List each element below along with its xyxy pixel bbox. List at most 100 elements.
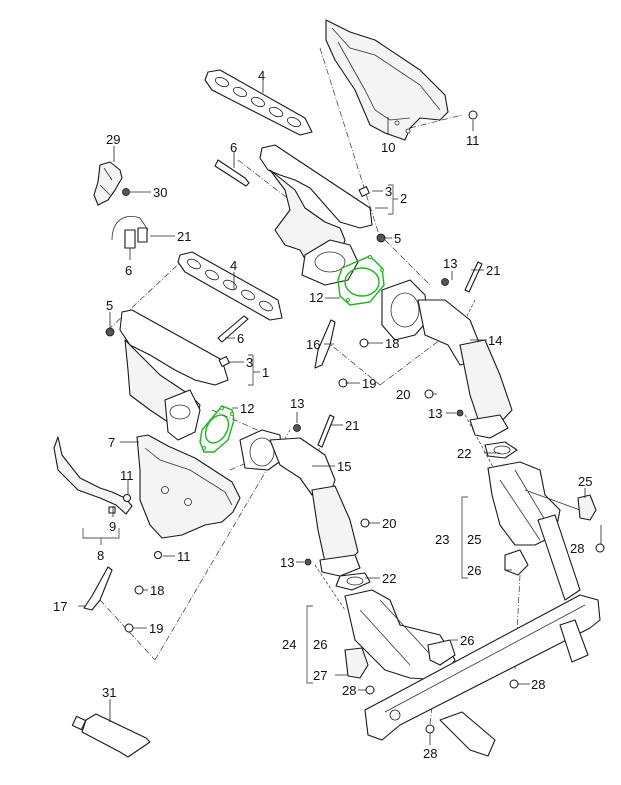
flange-gasket-12-lower[interactable]	[199, 405, 235, 453]
callout-20-lower[interactable]: 20	[382, 516, 396, 531]
sealant-tube-31[interactable]	[71, 713, 151, 758]
callout-3-upper[interactable]: 3	[385, 184, 392, 199]
callout-28-c[interactable]: 28	[531, 677, 545, 692]
oxygen-sensor-21-left[interactable]	[317, 414, 335, 448]
callout-28-a[interactable]: 28	[570, 541, 584, 556]
heat-shield-lower[interactable]	[136, 434, 241, 539]
flange-gasket-12-upper[interactable]	[337, 255, 385, 306]
bolt-18-upper[interactable]	[359, 338, 369, 348]
bolt-28-c[interactable]	[509, 679, 519, 689]
callout-13-right[interactable]: 13	[428, 406, 442, 421]
callout-4-lower[interactable]: 4	[230, 258, 237, 273]
nut-13-right[interactable]	[456, 409, 464, 417]
bolt-20-right[interactable]	[424, 389, 434, 399]
callout-25-bracket[interactable]: 25	[467, 532, 481, 547]
callout-28-d[interactable]: 28	[423, 746, 437, 761]
callout-29[interactable]: 29	[106, 132, 120, 147]
callout-22-left[interactable]: 22	[382, 571, 396, 586]
callout-20-upper[interactable]: 20	[396, 387, 410, 402]
catalytic-pipe-14[interactable]	[381, 279, 513, 439]
callout-8[interactable]: 8	[97, 548, 104, 563]
nut-13-mid[interactable]	[293, 424, 301, 432]
callout-7[interactable]: 7	[108, 435, 115, 450]
bolt-28-d[interactable]	[425, 724, 435, 734]
callout-13-upper[interactable]: 13	[443, 256, 457, 271]
callout-25-right[interactable]: 25	[578, 474, 592, 489]
callout-19-lower[interactable]: 19	[149, 621, 163, 636]
callout-6-lower[interactable]: 6	[237, 331, 244, 346]
callout-21-connector[interactable]: 21	[177, 229, 191, 244]
gasket-3-upper[interactable]	[358, 186, 370, 197]
nut-5-upper[interactable]	[376, 233, 386, 243]
callout-5-upper[interactable]: 5	[394, 231, 401, 246]
callout-1[interactable]: 1	[262, 365, 269, 380]
bolt-11-mid[interactable]	[123, 494, 131, 502]
callout-4-upper[interactable]: 4	[258, 68, 265, 83]
exhaust-manifold-upper[interactable]	[259, 144, 373, 286]
callout-12-lower[interactable]: 12	[240, 401, 254, 416]
callout-11-low[interactable]: 11	[177, 549, 191, 564]
callout-10[interactable]: 10	[381, 140, 395, 155]
bracket-17[interactable]	[83, 566, 113, 611]
oxygen-sensor-upper[interactable]	[214, 159, 250, 187]
callout-28-b[interactable]: 28	[342, 683, 356, 698]
oxygen-sensor-lower[interactable]	[217, 315, 249, 343]
callout-11-top[interactable]: 11	[466, 133, 480, 148]
callout-26-left[interactable]: 26	[313, 637, 327, 652]
callout-31[interactable]: 31	[102, 685, 116, 700]
callout-17[interactable]: 17	[53, 599, 67, 614]
bolt-28-b[interactable]	[365, 685, 375, 695]
bolt-19-lower[interactable]	[124, 623, 134, 633]
wiring-connector-21[interactable]	[111, 216, 149, 249]
nut-5-lower[interactable]	[105, 327, 115, 337]
callout-26-tail[interactable]: 26	[460, 633, 474, 648]
callout-19-upper[interactable]: 19	[362, 376, 376, 391]
callout-26-right[interactable]: 26	[467, 563, 481, 578]
bolt-11-top[interactable]	[468, 110, 478, 120]
heat-shield-upper[interactable]	[325, 19, 449, 141]
callout-23[interactable]: 23	[435, 532, 449, 547]
gasket-22-right[interactable]	[484, 441, 518, 459]
bolt-18-lower[interactable]	[134, 585, 144, 595]
callout-6-upper[interactable]: 6	[230, 140, 237, 155]
callout-16[interactable]: 16	[306, 337, 320, 352]
clip-9[interactable]	[108, 506, 116, 514]
callout-30[interactable]: 30	[153, 185, 167, 200]
connector-clip-29[interactable]	[93, 161, 123, 206]
nut-13-left[interactable]	[304, 558, 312, 566]
callout-9[interactable]: 9	[109, 519, 116, 534]
callout-11-mid[interactable]: 11	[120, 468, 134, 483]
callout-21-lower[interactable]: 21	[345, 418, 359, 433]
callout-22-right[interactable]: 22	[457, 446, 471, 461]
grommet-30[interactable]	[122, 188, 130, 196]
callout-14[interactable]: 14	[488, 333, 502, 348]
main-catalyst-24[interactable]	[344, 589, 456, 681]
gasket-3-lower[interactable]	[218, 356, 230, 367]
nut-13-upper[interactable]	[441, 278, 449, 286]
bolt-20-left[interactable]	[360, 518, 370, 528]
callout-3-lower[interactable]: 3	[246, 355, 253, 370]
callout-18-upper[interactable]: 18	[385, 336, 399, 351]
callout-13-left[interactable]: 13	[280, 555, 294, 570]
callout-12-upper[interactable]: 12	[309, 290, 323, 305]
manifold-gasket-lower[interactable]	[177, 251, 283, 321]
crossmember[interactable]	[364, 514, 601, 757]
oxygen-sensor-21-right[interactable]	[464, 261, 483, 293]
callout-2[interactable]: 2	[400, 191, 407, 206]
callout-27[interactable]: 27	[313, 668, 327, 683]
callout-18-lower[interactable]: 18	[150, 583, 164, 598]
callout-13-mid[interactable]: 13	[290, 396, 304, 411]
manifold-gasket-upper[interactable]	[204, 69, 313, 136]
side-shield-8[interactable]	[53, 436, 133, 515]
bolt-28-a[interactable]	[595, 543, 605, 553]
exhaust-manifold-lower[interactable]	[119, 309, 229, 441]
catalytic-pipe-15[interactable]	[239, 429, 361, 577]
callout-5-lower[interactable]: 5	[106, 298, 113, 313]
callout-15[interactable]: 15	[337, 459, 351, 474]
callout-24[interactable]: 24	[282, 637, 296, 652]
callout-21-upper[interactable]: 21	[486, 263, 500, 278]
bolt-11-low[interactable]	[154, 551, 162, 559]
gasket-22-left[interactable]	[335, 572, 371, 591]
callout-6-connector[interactable]: 6	[125, 263, 132, 278]
